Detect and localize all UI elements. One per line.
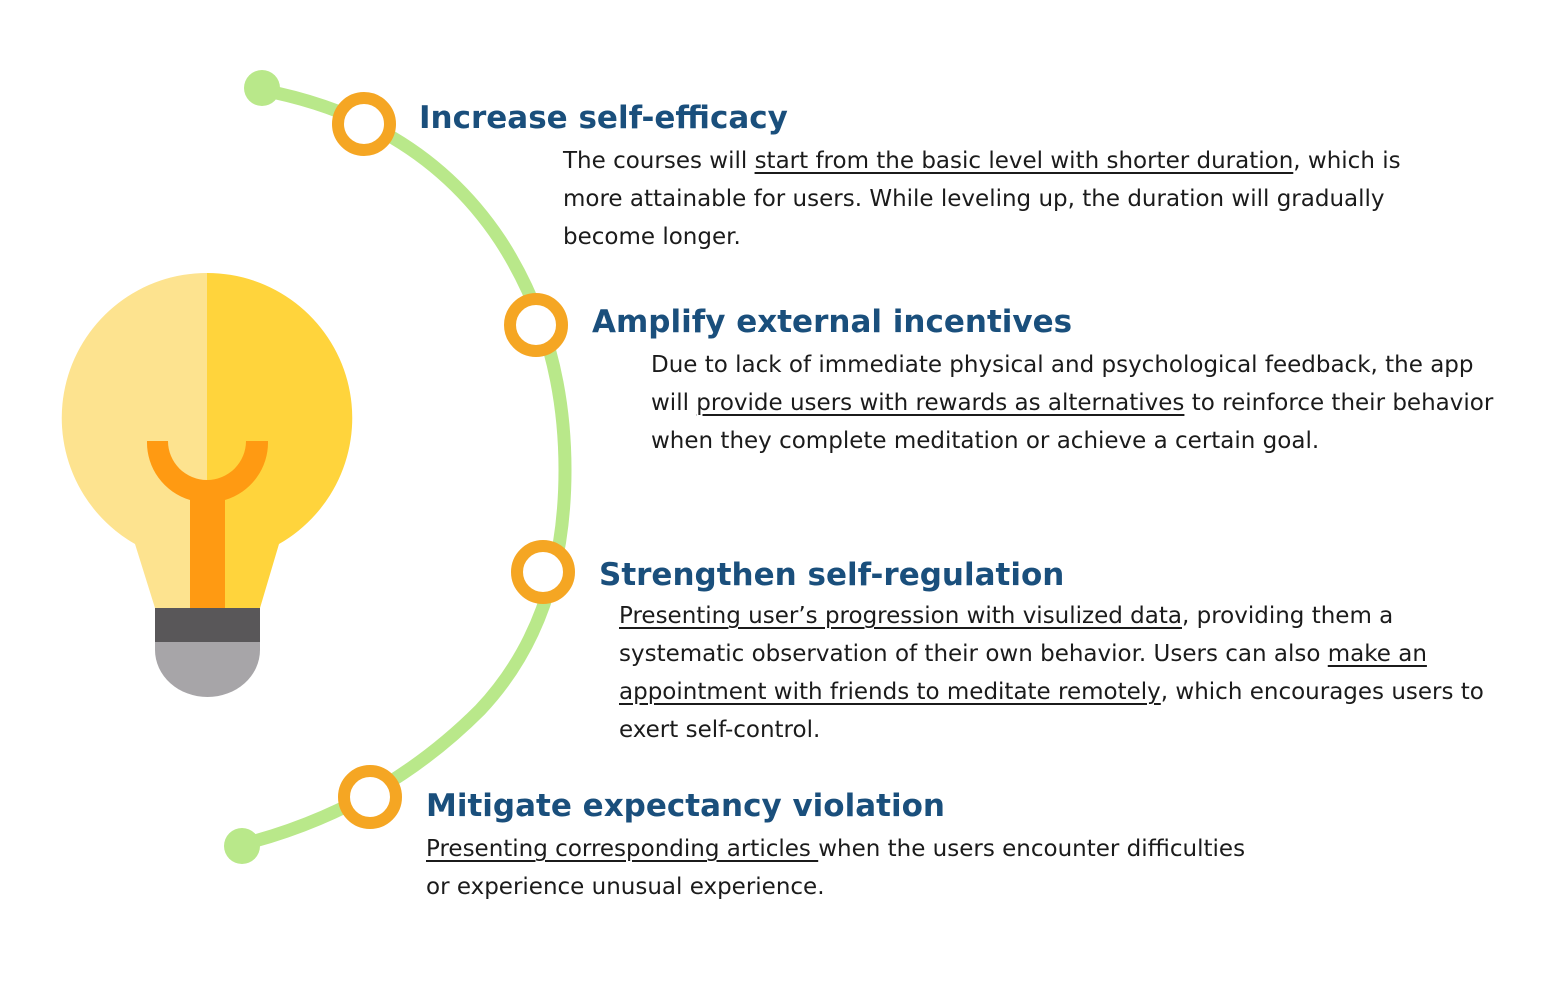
section-body: Presenting user’s progression with visul… <box>619 597 1519 749</box>
body-highlight: Presenting user’s progression with visul… <box>619 603 1182 629</box>
body-text: The courses will <box>563 148 755 174</box>
light-bulb-icon <box>61 272 353 697</box>
timeline-end-dot <box>224 828 260 864</box>
timeline-node-4 <box>338 765 402 829</box>
body-highlight: provide users with rewards as alternativ… <box>696 390 1185 416</box>
timeline-start-dot <box>244 70 280 106</box>
section-body: Presenting corresponding articles when t… <box>426 830 1246 906</box>
timeline-node-1 <box>332 92 396 156</box>
section-strengthen-self-regulation: Strengthen self-regulation Presenting us… <box>599 555 1519 749</box>
body-text: when the users encounter difficulties or… <box>426 836 1246 900</box>
timeline-node-3 <box>511 540 575 604</box>
timeline-node-2 <box>504 293 568 357</box>
body-highlight: Presenting corresponding articles <box>426 836 819 862</box>
section-amplify-external-incentives: Amplify external incentives Due to lack … <box>592 302 1501 460</box>
section-heading: Amplify external incentives <box>592 304 1073 340</box>
section-mitigate-expectancy-violation: Mitigate expectancy violation Presenting… <box>426 786 1246 906</box>
body-highlight: make an appointment with friends to medi… <box>619 641 1427 705</box>
section-heading: Increase self-efficacy <box>419 100 788 136</box>
body-text: , providing them a systematic observatio… <box>619 603 1394 667</box>
section-heading: Strengthen self-regulation <box>599 557 1065 593</box>
body-text: , which encourages users to exert self-c… <box>619 679 1484 743</box>
body-text: Due to lack of immediate physical and ps… <box>651 352 1474 416</box>
section-body: The courses will start from the basic le… <box>563 142 1443 256</box>
section-heading: Mitigate expectancy violation <box>426 788 945 824</box>
section-increase-self-efficacy: Increase self-efficacy The courses will … <box>419 98 1443 256</box>
body-text: , which is more attainable for users. Wh… <box>563 148 1401 250</box>
section-body: Due to lack of immediate physical and ps… <box>651 346 1501 460</box>
timeline-arc <box>233 83 572 852</box>
body-text: to reinforce their behavior when they co… <box>651 390 1494 454</box>
body-highlight: start from the basic level with shorter … <box>754 148 1294 174</box>
